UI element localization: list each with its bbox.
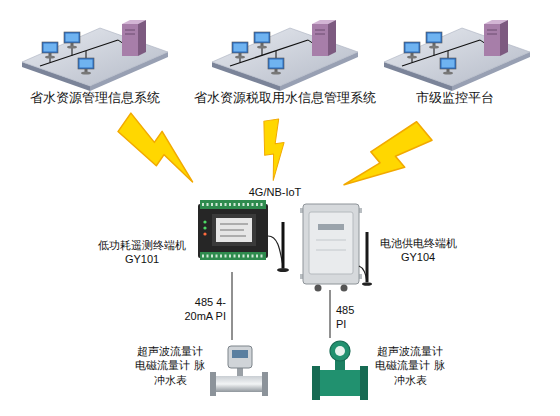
- lightning-bolt: [260, 119, 289, 181]
- system-label: 省水资源管理信息系统: [20, 90, 170, 107]
- battery-terminal-part: [318, 224, 344, 230]
- battery-terminal-part: [316, 240, 346, 241]
- telemetry-terminal-part: [220, 223, 248, 225]
- telemetry-terminal-part: [203, 232, 206, 235]
- battery-terminal-part: [315, 285, 322, 292]
- signal-label: 485 4-20mA PI: [184, 296, 226, 324]
- terminal-node: 电池供电终端机 GY104: [298, 194, 462, 290]
- telemetry-terminal-part: [282, 222, 285, 268]
- telemetry-terminal-part: [202, 255, 264, 258]
- telemetry-terminal-part: [198, 204, 268, 258]
- telemetry-terminal-part: [203, 220, 206, 223]
- system-node: 省水资源管理信息系统: [20, 18, 173, 110]
- meter-node: 超声波流量计 电磁流量计 脉冲水表: [306, 338, 450, 404]
- system-label: 省水资源税取用水信息管理系统: [190, 90, 380, 107]
- network-label: 4G/NB-IoT: [235, 185, 315, 199]
- telemetry-terminal-part: [277, 268, 289, 272]
- label-box: 4G/NB-IoT: [235, 185, 315, 199]
- battery-terminal-part: [303, 204, 359, 284]
- battery-terminal: [300, 204, 372, 292]
- ultrasonic-flowmeter-part: [232, 350, 248, 358]
- network-plate: [22, 20, 168, 91]
- electromagnetic-flowmeter: [312, 341, 368, 400]
- battery-terminal-part: [366, 232, 369, 282]
- network-plate: [212, 20, 358, 91]
- lightning-bolt: [339, 117, 434, 204]
- signal-label: 485 PI: [336, 304, 362, 332]
- lightning-bolt: [115, 111, 207, 188]
- edge-label-box: 485 4-20mA PI: [184, 296, 226, 324]
- system-node: 市级监控平台: [385, 18, 528, 110]
- telemetry-terminal-part: [220, 235, 246, 237]
- telemetry-terminal-part: [203, 226, 206, 229]
- ultrasonic-flowmeter-part: [228, 346, 252, 368]
- battery-terminal-part: [341, 285, 348, 292]
- electromagnetic-flowmeter-part: [312, 366, 320, 400]
- terminal-label: 电池供电终端机 GY104: [378, 236, 458, 265]
- meter-node: 超声波流量计 电磁流量计 脉冲水表: [130, 340, 266, 400]
- electromagnetic-flowmeter-part: [335, 346, 345, 356]
- battery-terminal-part: [309, 212, 353, 274]
- ultrasonic-flowmeter-part: [210, 372, 216, 396]
- telemetry-terminal-part: [220, 229, 244, 231]
- meter-label: 超声波流量计 电磁流量计 脉冲水表: [134, 344, 206, 387]
- network-plate: [384, 20, 530, 91]
- system-node: 省水资源税取用水信息管理系统: [190, 18, 383, 110]
- telemetry-terminal-part: [212, 214, 256, 246]
- terminal-node: 低功耗遥测终端机 GY101: [92, 196, 274, 272]
- telemetry-terminal-part: [200, 200, 266, 209]
- telemetry-terminal-part: [268, 236, 283, 266]
- ultrasonic-flowmeter: [210, 346, 268, 396]
- telemetry-terminal-part: [202, 203, 264, 206]
- electromagnetic-flowmeter-part: [318, 370, 362, 396]
- system-label: 市级监控平台: [385, 90, 525, 107]
- electromagnetic-flowmeter-part: [330, 341, 350, 361]
- electromagnetic-flowmeter-part: [360, 366, 368, 400]
- ultrasonic-flowmeter-part: [214, 376, 264, 392]
- signal-wire: [232, 272, 233, 340]
- telemetry-terminal: [198, 200, 289, 272]
- battery-terminal-part: [362, 282, 372, 286]
- edge-label-box: 485 PI: [336, 304, 362, 332]
- battery-terminal-part: [316, 250, 346, 251]
- ultrasonic-flowmeter-part: [262, 372, 268, 396]
- meter-label: 超声波流量计 电磁流量计 脉冲水表: [374, 344, 446, 387]
- telemetry-terminal-part: [200, 252, 266, 260]
- telemetry-terminal-part: [216, 218, 252, 242]
- signal-wire: [330, 290, 331, 338]
- terminal-label: 低功耗遥测终端机 GY101: [96, 238, 188, 267]
